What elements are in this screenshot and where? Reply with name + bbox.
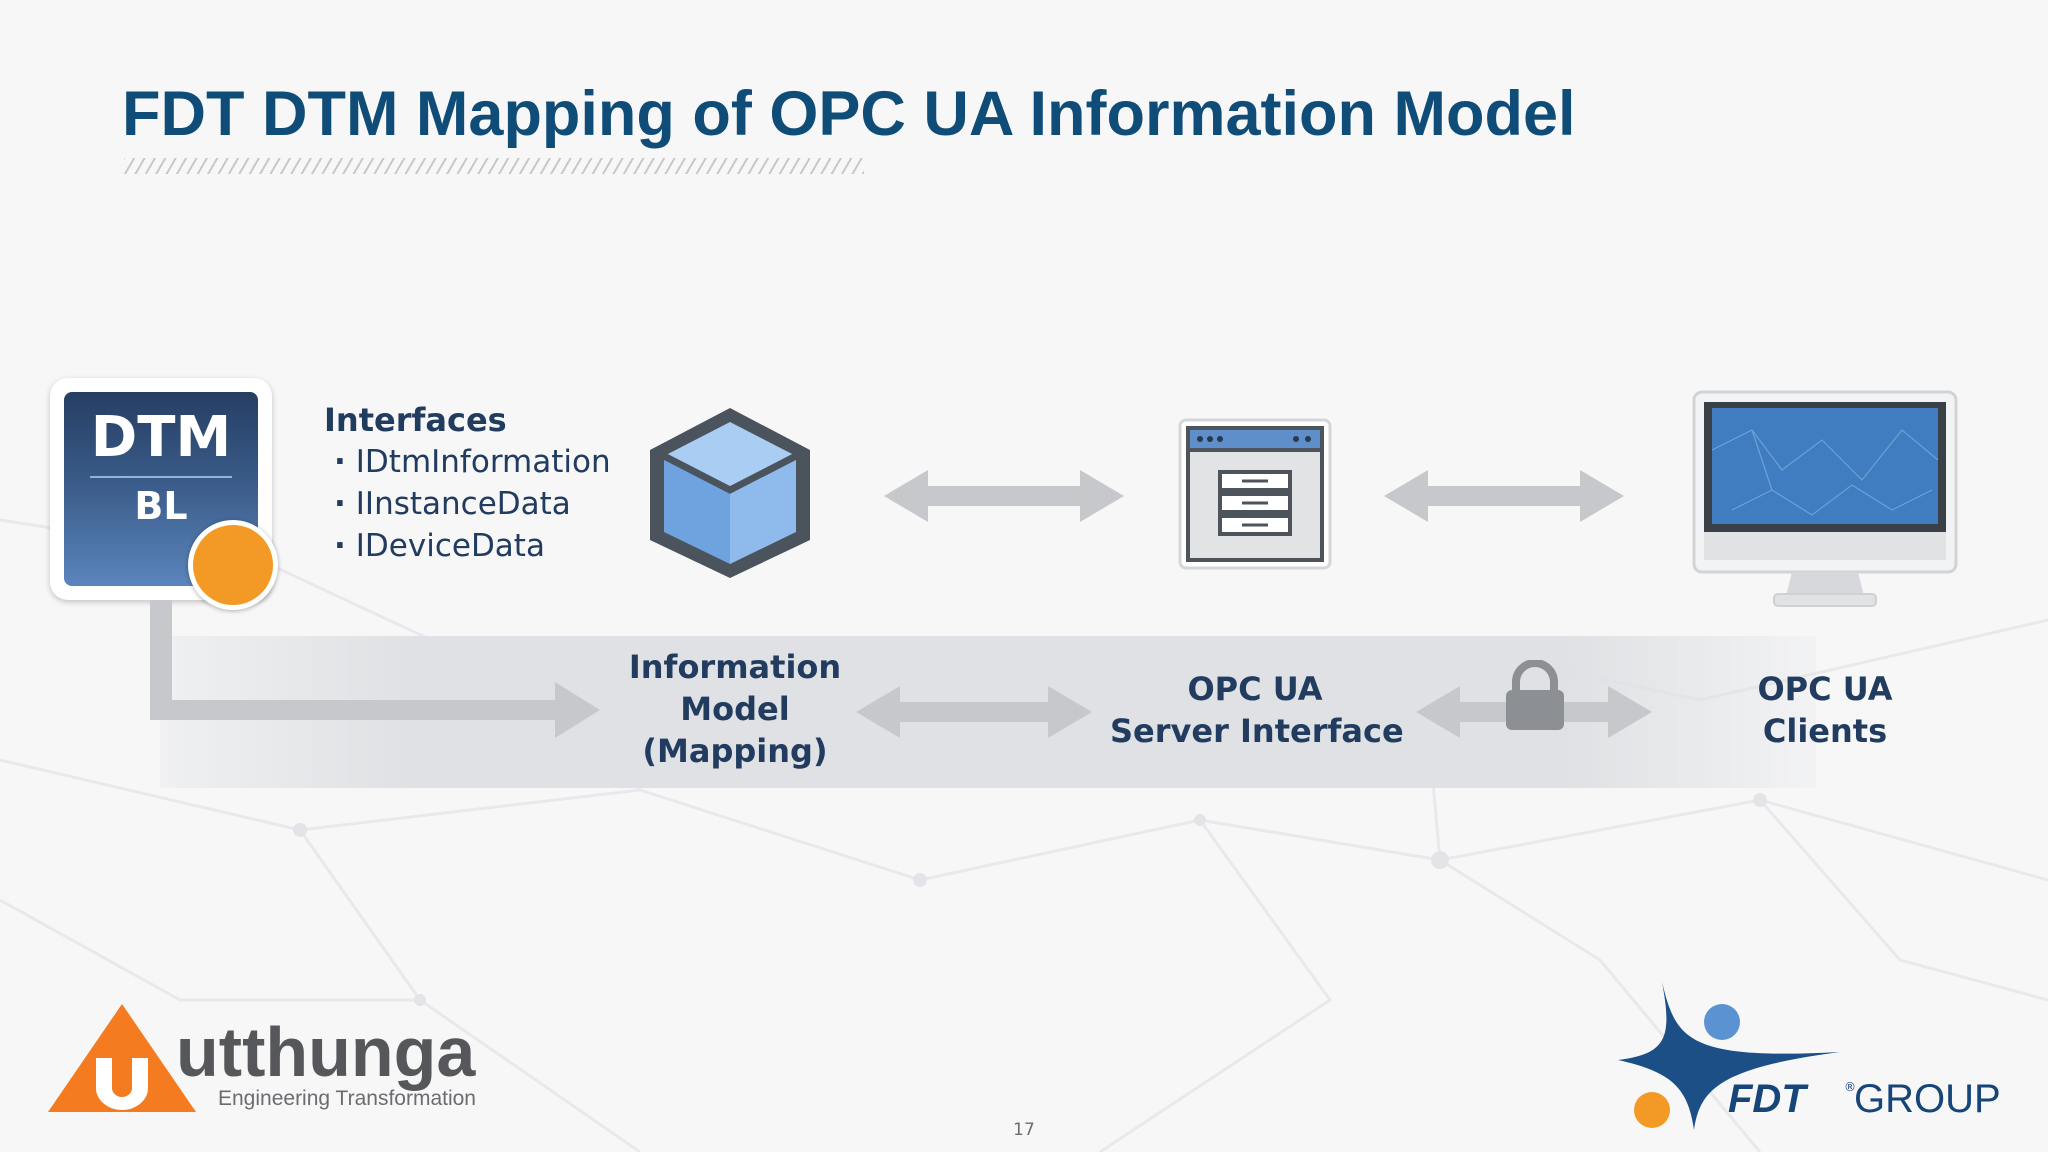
monitor-icon <box>1692 390 1958 607</box>
server-interface-label-line: Server Interface <box>1110 712 1404 750</box>
utthunga-logo-name: utthunga <box>176 1013 476 1091</box>
cube-icon <box>650 408 810 578</box>
double-arrow-icon <box>1384 470 1624 522</box>
page-title: FDT DTM Mapping of OPC UA Information Mo… <box>122 79 1576 149</box>
information-model-label-line: (Mapping) <box>642 732 828 770</box>
opc-ua-server-interface-label: OPC UA Server Interface <box>1110 668 1404 752</box>
dtm-tile-subtitle: BL <box>134 484 188 528</box>
server-window-icon <box>1178 418 1332 570</box>
title-underline-hatch <box>124 158 864 174</box>
lock-icon <box>1506 660 1564 730</box>
clients-label-line: Clients <box>1762 712 1888 750</box>
server-interface-label-line: OPC UA <box>1187 670 1323 708</box>
interfaces-heading: Interfaces <box>324 401 507 439</box>
utthunga-logo-tagline: Engineering Transformation <box>218 1087 476 1110</box>
information-model-label: Information Model (Mapping) <box>620 646 850 772</box>
interface-item: IInstanceData <box>334 484 571 524</box>
orange-badge-icon <box>188 520 278 610</box>
fdt-group-logo-mark: FDT <box>1728 1077 1806 1121</box>
utthunga-logo-icon <box>48 1004 196 1112</box>
double-arrow-icon <box>884 470 1124 522</box>
information-model-label-line: Model <box>680 690 790 728</box>
dtm-tile-title: DTM <box>90 405 232 470</box>
fdt-group-logo-icon <box>1618 982 1840 1130</box>
page-number: 17 <box>1013 1120 1035 1140</box>
interface-item: IDeviceData <box>334 526 545 566</box>
fdt-group-registered-mark: ® <box>1844 1080 1856 1094</box>
clients-label-line: OPC UA <box>1757 670 1893 708</box>
dtm-tile-inner: DTM BL <box>64 392 258 586</box>
interface-item: IDtmInformation <box>334 442 611 482</box>
double-arrow-icon <box>856 686 1092 738</box>
information-model-label-line: Information <box>628 648 842 686</box>
opc-ua-clients-label: OPC UA Clients <box>1722 668 1928 752</box>
dtm-tile-divider <box>90 476 232 478</box>
dtm-connector-arrow <box>150 600 600 738</box>
fdt-group-logo-suffix: GROUP <box>1854 1077 2001 1121</box>
